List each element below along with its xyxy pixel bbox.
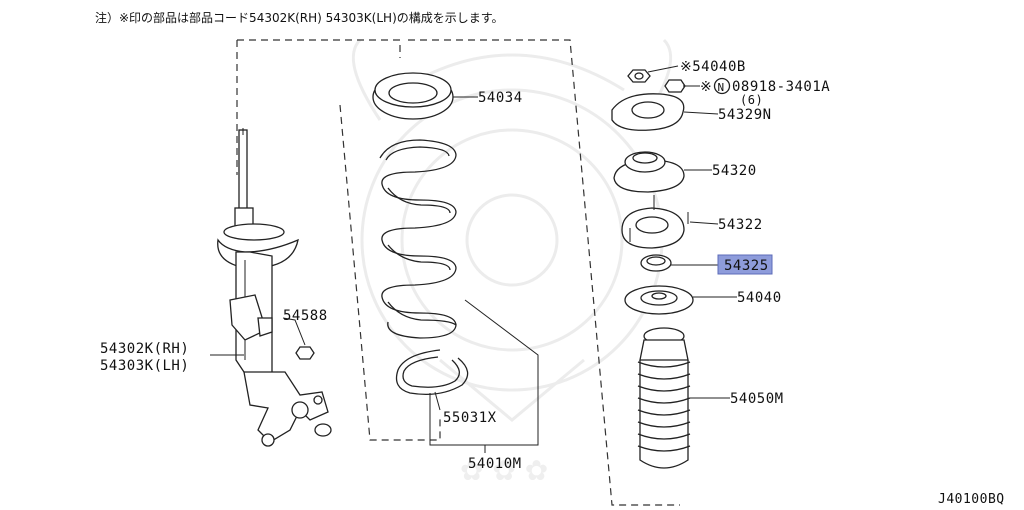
circled-n-icon bbox=[713, 77, 731, 95]
dust-boot-54050m bbox=[637, 327, 691, 469]
callout-54040b[interactable]: ※54040B bbox=[680, 59, 746, 75]
diagram-code: J40100BQ bbox=[938, 492, 1005, 507]
callout-54040[interactable]: 54040 bbox=[737, 290, 782, 306]
leader-lines bbox=[210, 65, 737, 453]
callout-54303k-lh[interactable]: 54303K(LH) bbox=[100, 358, 189, 374]
bolt-08918 bbox=[664, 79, 686, 93]
callout-54329n[interactable]: 54329N bbox=[718, 107, 772, 123]
watermark-emblem: ✿ ✿ ✿ bbox=[351, 38, 673, 487]
highlight-54325 bbox=[717, 254, 773, 275]
strut-assembly bbox=[217, 128, 332, 447]
callout-08918-prefix: ※ bbox=[700, 79, 712, 95]
callout-08918-qty: (6) bbox=[740, 93, 763, 107]
svg-text:✿ ✿ ✿: ✿ ✿ ✿ bbox=[460, 454, 548, 487]
bound-bumper-seat-54040 bbox=[624, 285, 694, 315]
callout-54322[interactable]: 54322 bbox=[718, 217, 763, 233]
callout-54050m[interactable]: 54050M bbox=[730, 391, 784, 407]
callout-54034[interactable]: 54034 bbox=[478, 90, 523, 106]
upper-spring-seat-54034 bbox=[372, 72, 454, 120]
callout-54588[interactable]: 54588 bbox=[283, 308, 328, 324]
nut-54040b bbox=[627, 69, 651, 83]
callout-08918-3401a[interactable]: 08918-3401A bbox=[732, 79, 830, 95]
group-boundary-spring bbox=[339, 104, 441, 441]
group-boundary-top-left bbox=[237, 39, 401, 58]
header-note: 注）※印の部品は部品コード54302K(RH) 54303K(LH)の構成を示し… bbox=[95, 10, 504, 25]
callout-54320[interactable]: 54320 bbox=[712, 163, 757, 179]
coil-spring bbox=[379, 139, 457, 339]
bearing-54325 bbox=[640, 254, 672, 272]
lower-spring-insulator-55031x bbox=[395, 349, 469, 396]
mount-insulator-54322 bbox=[621, 195, 689, 249]
callout-54302k-rh[interactable]: 54302K(RH) bbox=[100, 341, 189, 357]
callout-55031x[interactable]: 55031X bbox=[443, 410, 497, 426]
strut-mount-54320 bbox=[613, 151, 685, 193]
callout-08918-circle: N bbox=[718, 81, 725, 94]
callout-54325[interactable]: 54325 bbox=[724, 258, 769, 274]
group-boundary-right bbox=[408, 39, 680, 506]
mount-plate-54329n bbox=[611, 93, 685, 131]
callout-54010m[interactable]: 54010M bbox=[468, 456, 522, 472]
